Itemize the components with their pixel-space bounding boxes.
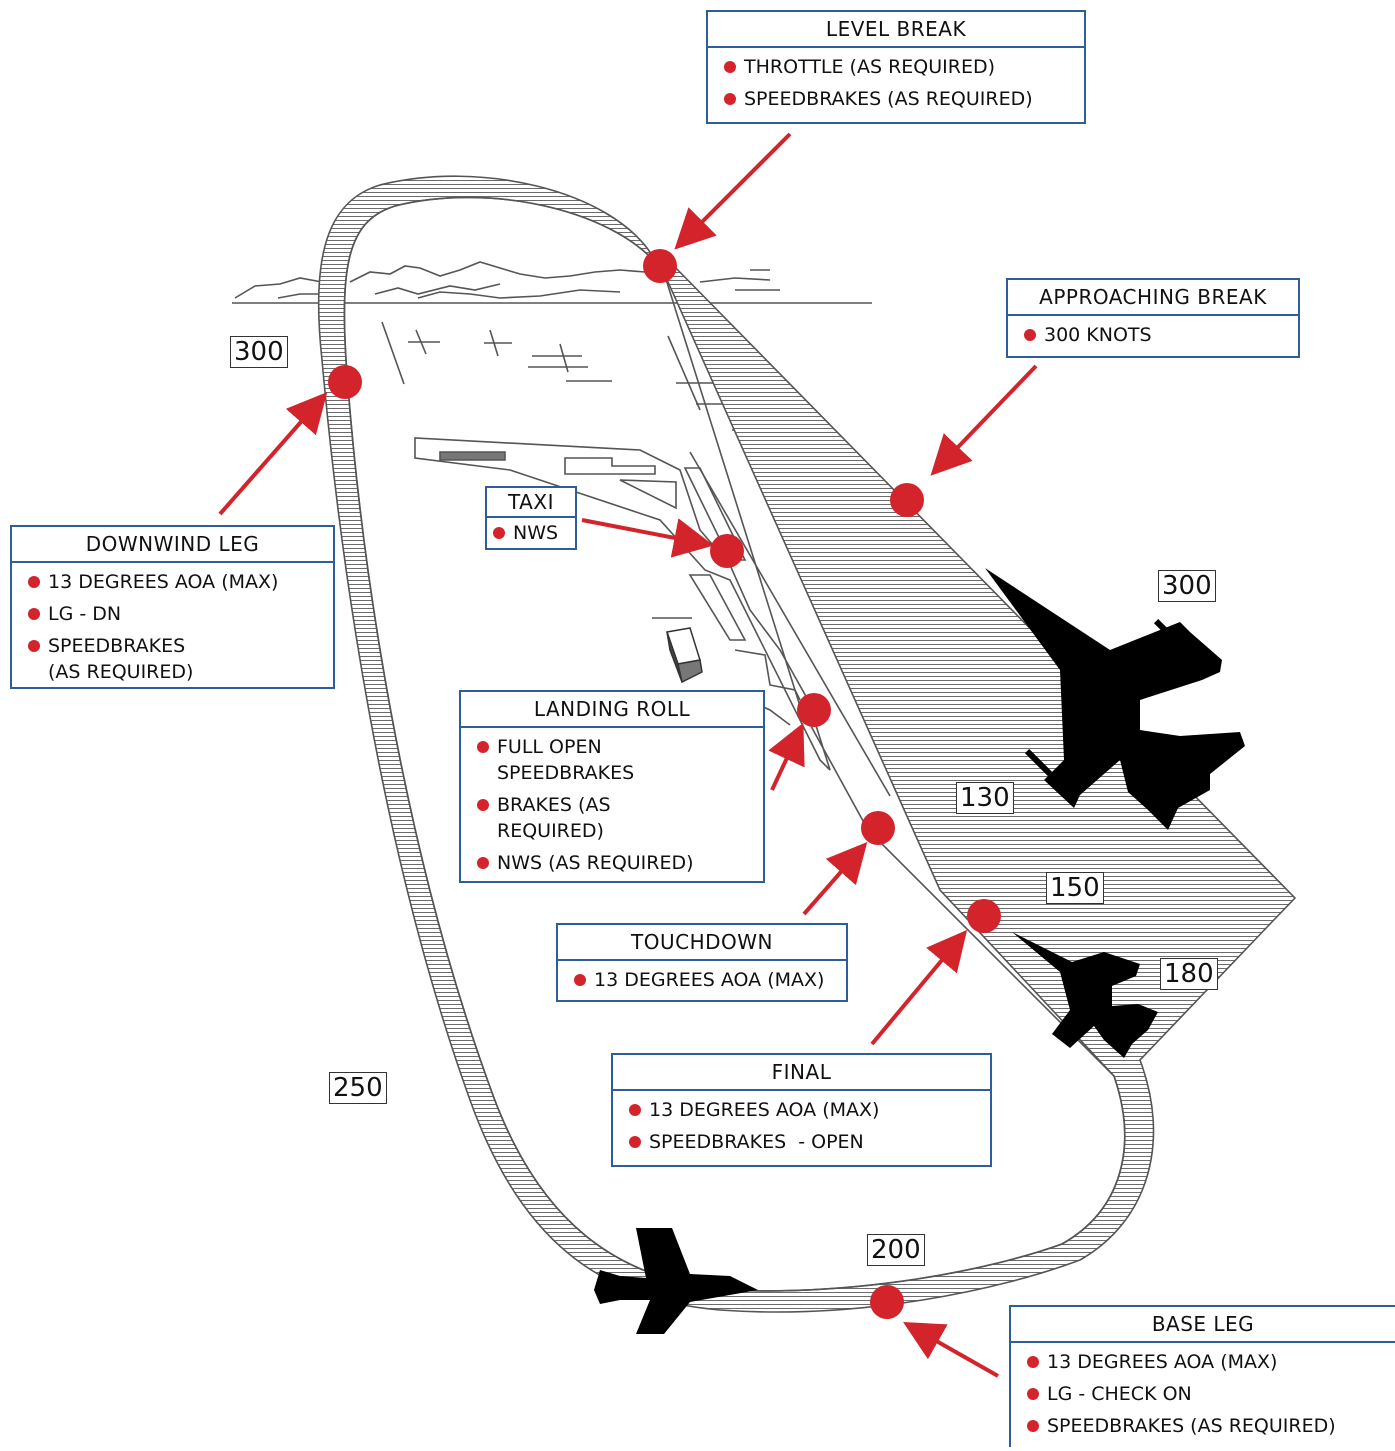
- speed-tag-approach: 300: [1158, 570, 1216, 602]
- touchdown-title: TOUCHDOWN: [558, 925, 846, 961]
- event-markers: [328, 249, 1001, 1319]
- downwind-leg-item: SPEEDBRAKES (AS REQUIRED): [28, 633, 218, 685]
- aircraft-icon: [985, 568, 1245, 830]
- level-break-box: LEVEL BREAK THROTTLE (AS REQUIRED) SPEED…: [706, 10, 1086, 124]
- speed-tag-downwind-bottom: 250: [329, 1072, 387, 1104]
- speed-tag-downwind-top: 300: [230, 336, 288, 368]
- aircraft-icon: [1012, 932, 1158, 1058]
- callout-arrows: [218, 132, 1038, 1378]
- taxi-title: TAXI: [487, 488, 575, 518]
- final-item: 13 DEGREES AOA (MAX): [629, 1097, 980, 1123]
- speed-tag-short-final: 130: [956, 782, 1014, 814]
- level-break-item: THROTTLE (AS REQUIRED): [724, 54, 1074, 80]
- landing-roll-box: LANDING ROLL FULL OPEN SPEEDBRAKES BRAKE…: [459, 690, 765, 883]
- approaching-break-item: 300 KNOTS: [1024, 322, 1288, 348]
- speed-tag-final-turn: 180: [1160, 958, 1218, 990]
- touchdown-box: TOUCHDOWN 13 DEGREES AOA (MAX): [556, 923, 848, 1002]
- base-leg-title: BASE LEG: [1011, 1307, 1395, 1343]
- base-leg-item: 13 DEGREES AOA (MAX): [1027, 1349, 1385, 1375]
- landing-roll-item: FULL OPEN SPEEDBRAKES: [477, 734, 677, 786]
- downwind-leg-title: DOWNWIND LEG: [12, 527, 333, 563]
- taxi-box: TAXI NWS: [485, 486, 577, 550]
- base-leg-item: LG - CHECK ON: [1027, 1381, 1385, 1407]
- downwind-leg-item: LG - DN: [28, 601, 323, 627]
- level-break-item: SPEEDBRAKES (AS REQUIRED): [724, 86, 1074, 112]
- base-leg-item: SPEEDBRAKES (AS REQUIRED): [1027, 1413, 1385, 1439]
- base-leg-box: BASE LEG 13 DEGREES AOA (MAX) LG - CHECK…: [1009, 1305, 1395, 1447]
- final-item: SPEEDBRAKES - OPEN: [629, 1129, 980, 1155]
- level-break-title: LEVEL BREAK: [708, 12, 1084, 48]
- speed-tag-base: 200: [867, 1234, 925, 1266]
- speed-tag-final-mid: 150: [1046, 872, 1104, 904]
- aircraft-icon: [594, 1228, 758, 1334]
- approaching-break-box: APPROACHING BREAK 300 KNOTS: [1006, 278, 1300, 358]
- final-box: FINAL 13 DEGREES AOA (MAX) SPEEDBRAKES -…: [611, 1053, 992, 1167]
- downwind-leg-item: 13 DEGREES AOA (MAX): [28, 569, 323, 595]
- touchdown-item: 13 DEGREES AOA (MAX): [574, 967, 836, 993]
- landing-roll-title: LANDING ROLL: [461, 692, 763, 728]
- taxi-item: NWS: [493, 520, 569, 546]
- downwind-leg-box: DOWNWIND LEG 13 DEGREES AOA (MAX) LG - D…: [10, 525, 335, 689]
- final-title: FINAL: [613, 1055, 990, 1091]
- landing-roll-item: NWS (AS REQUIRED): [477, 850, 753, 876]
- landing-roll-item: BRAKES (AS REQUIRED): [477, 792, 677, 844]
- approaching-break-title: APPROACHING BREAK: [1008, 280, 1298, 316]
